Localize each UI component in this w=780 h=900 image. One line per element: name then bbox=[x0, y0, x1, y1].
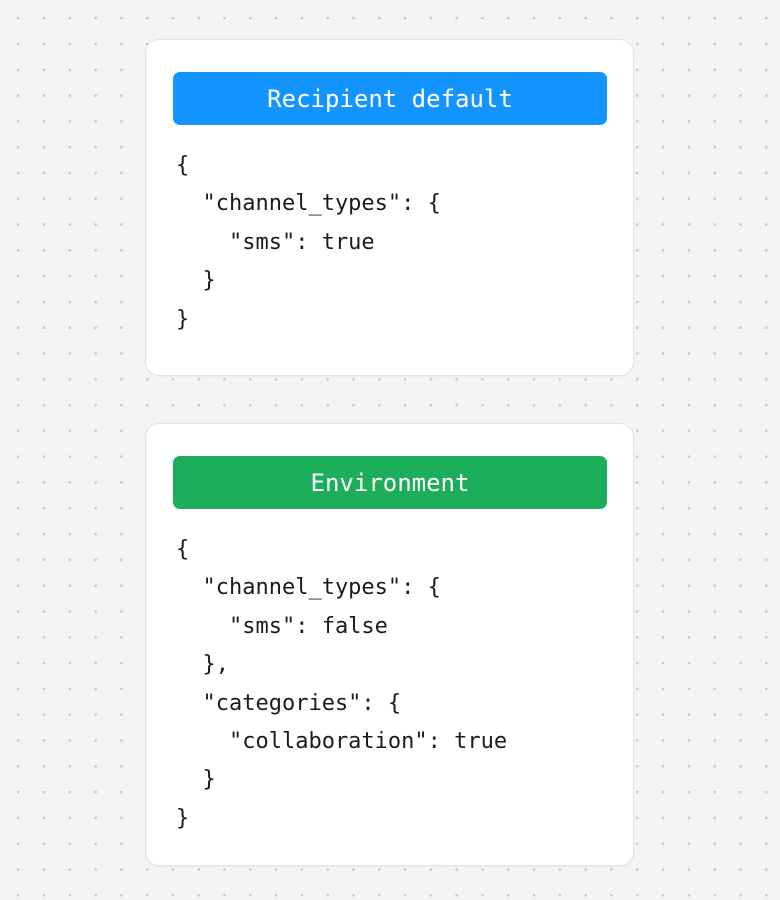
environment-banner: Environment bbox=[173, 456, 607, 509]
environment-json-body: { "channel_types": { "sms": false }, "ca… bbox=[176, 537, 508, 831]
environment-banner-label: Environment bbox=[310, 468, 470, 497]
recipient-default-json-body: { "channel_types": { "sms": true } } bbox=[176, 153, 441, 332]
recipient-default-banner: Recipient default bbox=[173, 72, 607, 125]
recipient-default-card: Recipient default { "channel_types": { "… bbox=[145, 39, 634, 376]
recipient-default-banner-label: Recipient default bbox=[267, 84, 513, 113]
environment-card: Environment { "channel_types": { "sms": … bbox=[145, 423, 634, 866]
